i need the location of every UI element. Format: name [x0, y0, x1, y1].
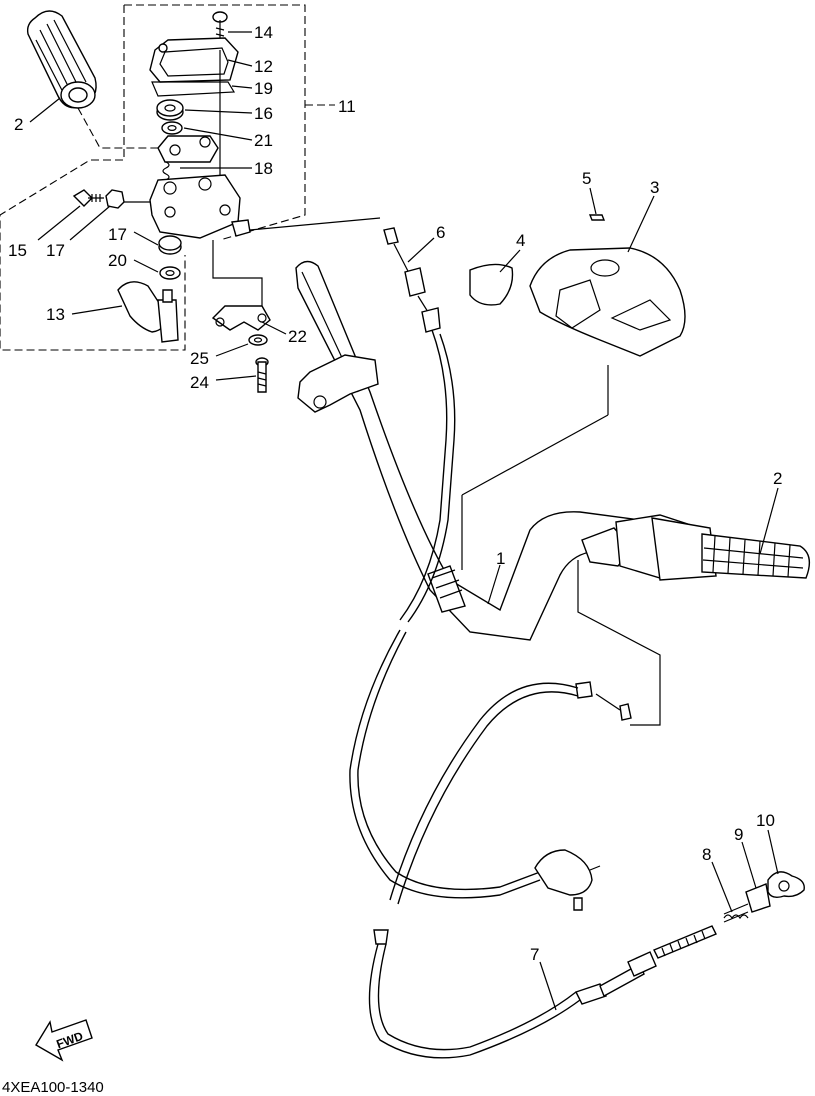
callout-1: 1 — [496, 549, 505, 568]
callout-5: 5 — [582, 169, 591, 188]
lever-housing — [112, 50, 381, 239]
callout-6: 6 — [436, 223, 445, 242]
washer-21 — [159, 266, 181, 280]
washer-25 — [248, 334, 268, 346]
callout-23: 22 — [288, 327, 307, 346]
gasket-20 — [151, 81, 236, 97]
spring-19 — [162, 161, 170, 181]
callout-17: 17 — [46, 241, 65, 260]
callout-16: 16 — [254, 104, 273, 123]
callout-15: 15 — [8, 241, 27, 260]
assembly-11-boundary — [0, 4, 335, 351]
leader-lines — [29, 31, 779, 1011]
plate — [157, 135, 219, 163]
nut-17 — [105, 189, 125, 209]
callout-4: 4 — [516, 231, 525, 250]
bolt-15 — [72, 189, 104, 207]
bolt-24 — [255, 357, 269, 393]
callout-18: 17 — [108, 225, 127, 244]
lever-13 — [117, 281, 179, 343]
callout-7: 7 — [530, 945, 539, 964]
spring-8 — [723, 903, 749, 923]
callout-2-left: 2 — [14, 115, 23, 134]
callout-8: 8 — [702, 845, 711, 864]
callout-14: 14 — [254, 23, 273, 42]
callout-13: 13 — [46, 305, 65, 324]
cap-4 — [469, 263, 514, 306]
right-grip — [615, 514, 811, 581]
adjuster-9 — [745, 883, 771, 913]
left-grip — [26, 10, 165, 149]
collar-16 — [156, 99, 184, 121]
clamp-23 — [211, 240, 271, 331]
callout-25: 25 — [190, 349, 209, 368]
diagram-code: 4XEA100-1340 — [2, 1079, 104, 1096]
fwd-arrow-icon — [35, 1019, 93, 1062]
washer-22 — [161, 121, 183, 135]
cover-12 — [149, 37, 239, 83]
cable-7 — [368, 681, 717, 1059]
housing-3 — [461, 247, 686, 570]
callout-11: 11 — [338, 97, 356, 116]
callout-9: 9 — [734, 825, 743, 844]
wingnut-10 — [767, 871, 805, 899]
callout-22: 21 — [254, 131, 273, 150]
callout-20: 19 — [254, 79, 273, 98]
callout-10: 10 — [756, 811, 775, 830]
callout-labels: 14 12 19 16 21 18 11 15 17 17 20 13 22 2… — [8, 23, 782, 964]
callout-2-right: 2 — [773, 469, 782, 488]
callout-21: 20 — [108, 251, 127, 270]
callout-3: 3 — [650, 178, 659, 197]
cable-6 — [349, 227, 601, 911]
callout-12: 12 — [254, 57, 273, 76]
callout-19: 18 — [254, 159, 273, 178]
pin-5 — [588, 214, 606, 221]
callout-24: 24 — [190, 373, 209, 392]
collar-18 — [158, 235, 182, 255]
